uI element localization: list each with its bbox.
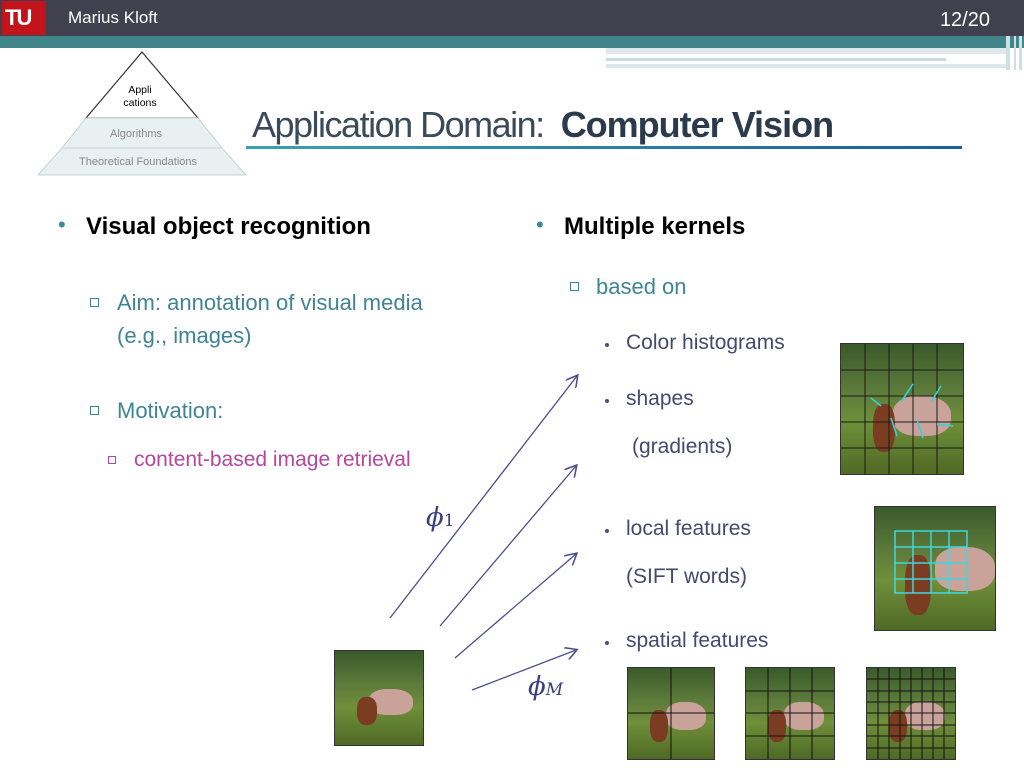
logo-text: TU [5,5,32,30]
retrieval-text: content-based image retrieval [134,448,411,471]
header-decoration [1019,36,1022,70]
title-bold: Computer Vision [560,104,834,145]
square-bullet-icon [90,406,99,415]
bullet-icon: • [536,212,544,237]
phi-m-label: ϕM [528,672,564,702]
header-decoration [606,48,1006,54]
item-spatial-features: spatial features [626,629,769,652]
spatial-grid-image-4x4 [745,667,835,760]
square-bullet-icon [108,456,116,464]
spatial-grid-overlay [746,668,834,759]
based-on-text: based on [596,274,687,299]
horse-shape [893,396,951,436]
horse-shape [768,710,786,742]
dot-bullet-icon [605,529,609,533]
bullet-icon: • [58,212,66,237]
sift-features-image [874,506,996,631]
header-decoration [1006,36,1010,70]
header-accent-bar [0,36,1024,48]
university-logo: TU [2,1,46,35]
header-bar [0,0,1024,36]
horse-shape [357,697,377,725]
pyramid-diagram [36,51,248,176]
spatial-grid-overlay [628,668,714,759]
item-local-features: local features [626,517,751,540]
item-sift-words: (SIFT words) [626,565,747,588]
horse-shape [784,702,824,730]
pyramid-applications-label: Appli cations [123,84,157,109]
author-name: Marius Kloft [68,8,158,27]
sift-grid-overlay [894,530,968,594]
pyramid-algorithms-label: Algorithms [110,128,162,140]
item-shapes: shapes [626,387,694,410]
horse-shape [650,710,668,742]
dot-bullet-icon [605,343,609,347]
dot-bullet-icon [605,399,609,403]
aim-text-line1: Aim: annotation of visual media [117,290,423,315]
aim-text-line2: (e.g., images) [117,323,252,348]
horse-shape [905,555,931,615]
pyramid-foundations-label: Theoretical Foundations [78,156,197,168]
spatial-grid-image-8x8 [866,667,956,760]
header-decoration [606,58,946,61]
spatial-grid-image-2x2 [627,667,715,760]
item-gradients: (gradients) [632,435,733,458]
title-underline [246,146,962,149]
title-normal: Application Domain: [252,104,545,145]
input-horse-image [334,650,424,746]
heading-visual-recognition: Visual object recognition [86,213,371,240]
header-decoration [606,64,1006,68]
item-color-histograms: Color histograms [626,331,785,354]
kernel-mapping-arrows [389,370,590,691]
motivation-text: Motivation: [117,398,224,423]
header-decoration [1014,36,1016,70]
square-bullet-icon [90,298,99,307]
page-number: 12/20 [939,9,990,31]
slide-title: Application Domain: Computer Vision [252,104,834,146]
heading-multiple-kernels: Multiple kernels [564,213,746,240]
dot-bullet-icon [605,641,609,645]
histogram-grid-overlay [841,344,963,474]
horse-shape [935,547,995,591]
spatial-grid-overlay [867,668,955,759]
phi-1-label: ϕ1 [426,503,455,533]
gradient-grid-image [840,343,964,475]
horse-shape [889,710,907,742]
square-bullet-icon [570,282,579,291]
horse-shape [666,702,706,730]
